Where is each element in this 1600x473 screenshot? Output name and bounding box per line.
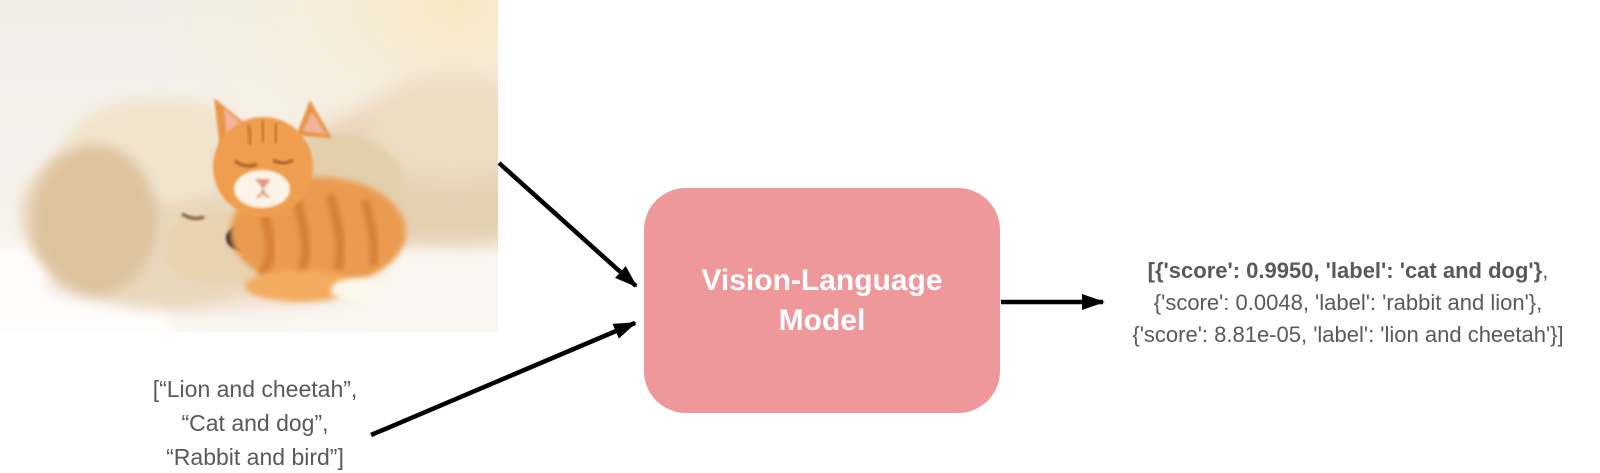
arrow-image-to-model <box>497 161 638 288</box>
output-line1-comma: , <box>1542 258 1549 283</box>
kitten <box>213 98 406 302</box>
output-line-1: [{'score': 0.9950, 'label': 'cat and dog… <box>1088 255 1600 287</box>
model-output-text: [{'score': 0.9950, 'label': 'cat and dog… <box>1088 255 1600 351</box>
output-top-score: [{'score': 0.9950, 'label': 'cat and dog… <box>1147 258 1543 283</box>
model-label-line2: Model <box>778 303 866 337</box>
output-line-3: {'score': 8.81e-05, 'label': 'lion and c… <box>1132 322 1564 347</box>
dog-and-kitten-illustration <box>0 0 498 332</box>
candidate-label-line: [“Lion and cheetah”, <box>152 376 358 402</box>
candidate-label-line: “Cat and dog”, <box>181 410 329 436</box>
vision-language-model-box: Vision-Language Model <box>644 188 1000 413</box>
candidate-labels-text: [“Lion and cheetah”, “Cat and dog”, “Rab… <box>95 372 415 473</box>
output-line-2: {'score': 0.0048, 'label': 'rabbit and l… <box>1153 290 1543 315</box>
input-image-dog-and-cat-photo <box>0 0 498 332</box>
model-label-line1: Vision-Language <box>701 263 943 297</box>
candidate-label-line: “Rabbit and bird”] <box>166 444 344 470</box>
